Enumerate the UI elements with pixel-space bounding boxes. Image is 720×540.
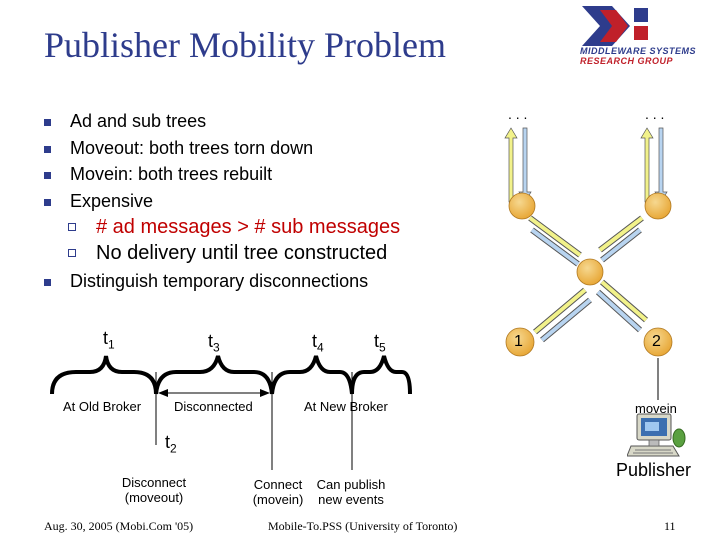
bullet-marker [44,172,51,179]
phase-new-broker: At New Broker [304,399,388,414]
sub-bullet-marker [68,223,76,231]
arrow-pair-left [504,127,532,203]
sub-bullet-item: # ad messages > # sub messages [44,214,504,240]
page-number: 11 [664,519,676,533]
bullet-item: Moveout: both trees torn down [44,135,504,162]
bullet-item: Expensive [44,188,504,215]
arrow-left-icon [158,389,168,397]
publisher-label: Publisher [616,460,692,480]
brace-old-broker [50,355,158,395]
sub-bullet-item: No delivery until tree constructed [44,240,504,266]
broker-node [508,192,536,220]
broker-node [644,192,672,220]
dots-left: . . . [508,106,528,122]
arrow-diag-top-left [528,215,582,267]
slide-title: Publisher Mobility Problem [44,25,447,65]
footer-date: Aug. 30, 2005 (Mobi.Com '05) [44,519,194,533]
label-t5: t5 [374,331,386,355]
arrow-diag-bottom-left [533,287,592,343]
publish-caption: Can publish new events [316,477,386,507]
msrg-logo: MIDDLEWARE SYSTEMS RESEARCH GROUP [572,4,720,68]
brace-disconnected [154,355,274,395]
logo-mark-icon [582,6,648,46]
broker-node [576,258,604,286]
phase-disconnected: Disconnected [174,399,253,414]
disconnect-caption: Disconnect (moveout) [121,475,187,505]
dots-right: . . . [645,106,665,122]
bullet-marker [44,198,51,206]
label-t2: t2 [165,432,177,456]
connect-caption: Connect (movein) [252,477,304,507]
broker-node-2 [643,327,673,357]
computer-icon [627,413,686,457]
footer-center: Mobile-To.PSS (University of Toronto) [268,519,458,533]
bullet-marker [44,119,51,126]
bullet-marker [44,145,51,153]
broker-node-1 [505,327,535,357]
bullet-item: Distinguish temporary disconnections [44,268,504,295]
arrow-pair-right [640,127,668,203]
arrow-diag-bottom-right [595,279,648,333]
sub-bullet-marker [68,249,76,257]
bullet-list: Ad and sub trees Moveout: both trees tor… [44,108,504,295]
phase-old-broker: At Old Broker [63,399,142,414]
movein-label: movein [635,401,677,416]
broker-label-2: 2 [652,333,661,350]
brace-new-broker-a [270,355,354,395]
brace-new-broker-b [350,355,412,395]
bullet-item: Ad and sub trees [44,108,504,135]
label-t1: t1 [103,328,115,352]
arrow-right-icon [260,389,270,397]
broker-label-1: 1 [514,333,523,350]
bullet-marker [44,279,51,286]
logo-line-2: RESEARCH GROUP [580,56,674,66]
label-t4: t4 [312,331,324,355]
bullet-item: Movein: both trees rebuilt [44,161,504,188]
logo-line-1: MIDDLEWARE SYSTEMS [580,46,697,56]
broker-network-diagram [504,127,673,400]
arrow-diag-top-right [598,215,644,263]
label-t3: t3 [208,331,220,355]
